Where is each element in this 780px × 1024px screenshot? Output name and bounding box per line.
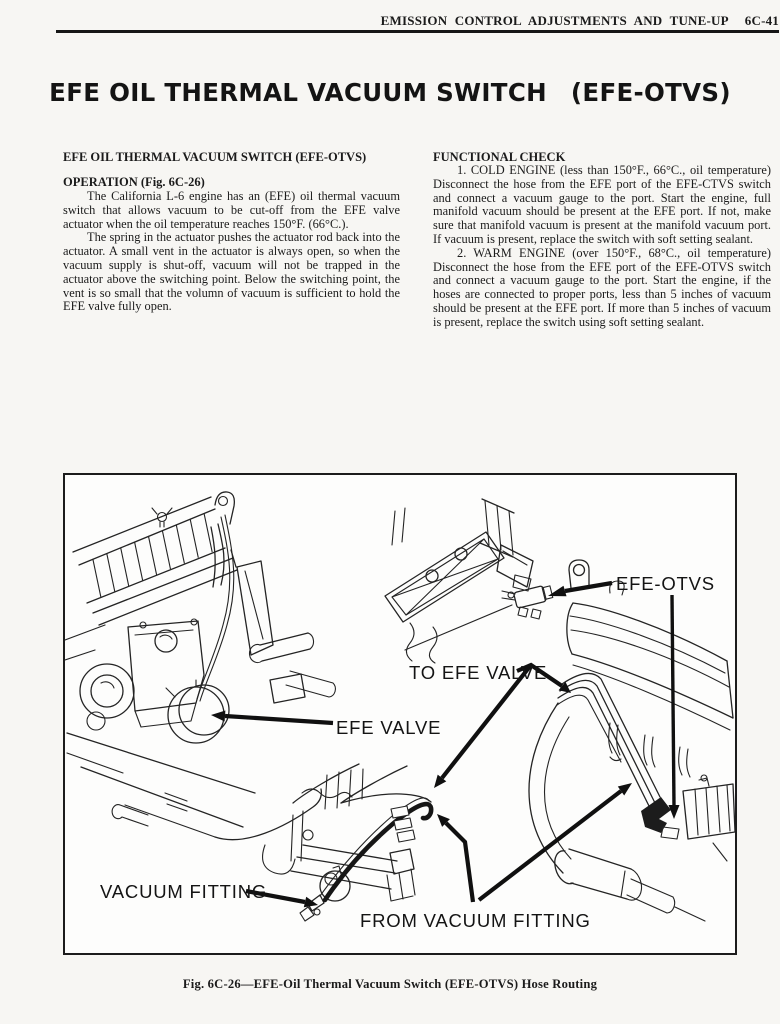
callout-arrows [211,580,680,908]
operation-heading: OPERATION (Fig. 6C-26) [63,175,205,189]
carburetor-drawing [290,763,434,922]
page-title: EFE OIL THERMAL VACUUM SWITCH (EFE-OTVS) [0,78,780,107]
operation-paragraph-2: The spring in the actuator pushes the ac… [63,230,400,314]
right-engine-drawing [528,559,735,922]
left-column-heading: EFE OIL THERMAL VACUUM SWITCH (EFE-OTVS) [63,150,367,164]
running-header: EMISSION CONTROL ADJUSTMENTS AND TUNE-UP… [57,13,779,29]
figure-caption: Fig. 6C-26—EFE-Oil Thermal Vacuum Switch… [182,977,598,991]
figure-label-efe-valve: EFE VALVE [336,717,441,738]
left-engine-drawing [65,491,336,875]
header-rule [56,30,779,33]
arrow-efe-otvs-vertical [668,594,680,819]
arrow-from-vacuum-fitting-right [477,783,632,902]
figure-label-efe-otvs: EFE-OTVS [616,573,715,594]
functional-check-step-2: 2. WARM ENGINE (over 150°F., 68°C., oil … [433,245,771,329]
figure-label-to-efe-valve: TO EFE VALVE [409,662,547,683]
page-number: 6C-41 [744,13,779,28]
arrow-vacuum-fitting [245,888,318,908]
figure-label-vacuum-fitting: VACUUM FITTING [100,881,267,902]
figure-labels: EFE-OTVS TO EFE VALVE EFE VALVE VACUUM F… [100,573,715,931]
page-title-paren: (EFE-OTVS) [570,78,731,108]
hose-routing-diagram: EFE-OTVS TO EFE VALVE EFE VALVE VACUUM F… [65,491,735,931]
figure-label-from-vacuum-fitting: FROM VACUUM FITTING [360,910,591,931]
arrow-to-efe-valve [434,662,571,788]
arrow-efe-otvs [548,580,613,597]
arrow-efe-valve [211,710,334,726]
right-column: FUNCTIONAL CHECK 1. COLD ENGINE (less th… [433,150,771,330]
figure-hose-routing: EFE-OTVS TO EFE VALVE EFE VALVE VACUUM F… [63,473,737,955]
running-header-title: EMISSION CONTROL ADJUSTMENTS AND TUNE-UP [380,13,729,28]
operation-paragraph-1: The California L-6 engine has an (EFE) o… [63,189,400,231]
efe-otvs-switch-drawing [501,585,554,620]
arrow-from-vacuum-fitting-left [437,814,476,903]
page-title-main: EFE OIL THERMAL VACUUM SWITCH [49,78,547,108]
functional-check-step-1: 1. COLD ENGINE (less than 150°F., 66°C.,… [433,163,771,246]
functional-check-heading: FUNCTIONAL CHECK [433,150,566,164]
heat-shield-panel-drawing [384,498,554,664]
left-column: EFE OIL THERMAL VACUUM SWITCH (EFE-OTVS)… [63,150,400,314]
